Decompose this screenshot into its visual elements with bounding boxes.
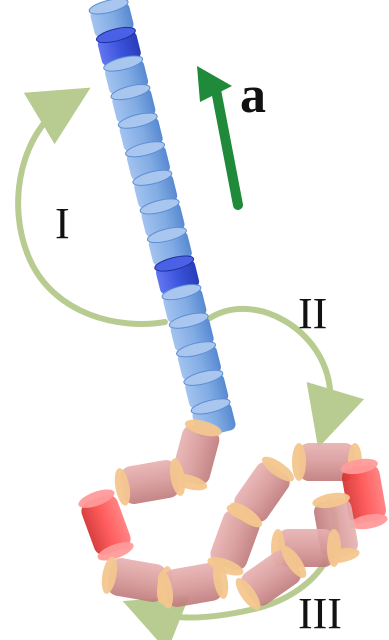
label-stage-3: III [298, 589, 342, 638]
helix-chain [88, 0, 237, 438]
label-stage-1: I [55, 199, 70, 248]
coil-segment [112, 457, 188, 507]
label-stage-2: II [298, 289, 327, 338]
label-vector-a: a [240, 67, 266, 124]
coil-chain [76, 416, 389, 613]
vector-arrow [197, 66, 238, 205]
